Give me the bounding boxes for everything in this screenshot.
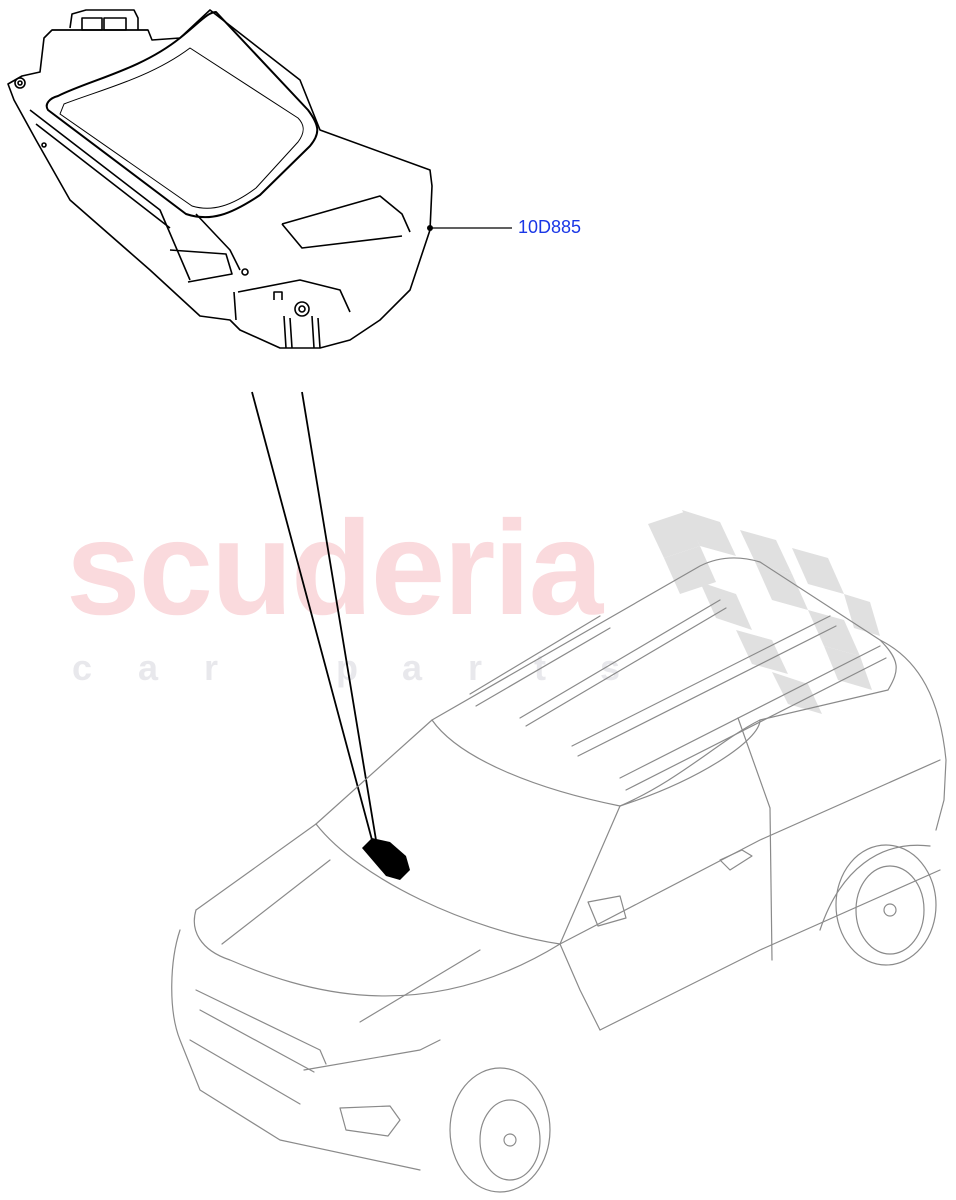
watermark-letter: r	[204, 647, 219, 688]
watermark-letter: s	[600, 647, 621, 688]
watermark-letter: a	[138, 647, 159, 688]
callout-label-10d885[interactable]: 10D885	[518, 217, 582, 237]
watermark-letter: t	[534, 647, 546, 688]
watermark-brand: scuderia	[66, 494, 603, 643]
watermark-letter: c	[72, 647, 93, 688]
watermark-letter: a	[402, 647, 423, 688]
module-location-marker	[362, 838, 410, 880]
watermark-letter: r	[468, 647, 483, 688]
